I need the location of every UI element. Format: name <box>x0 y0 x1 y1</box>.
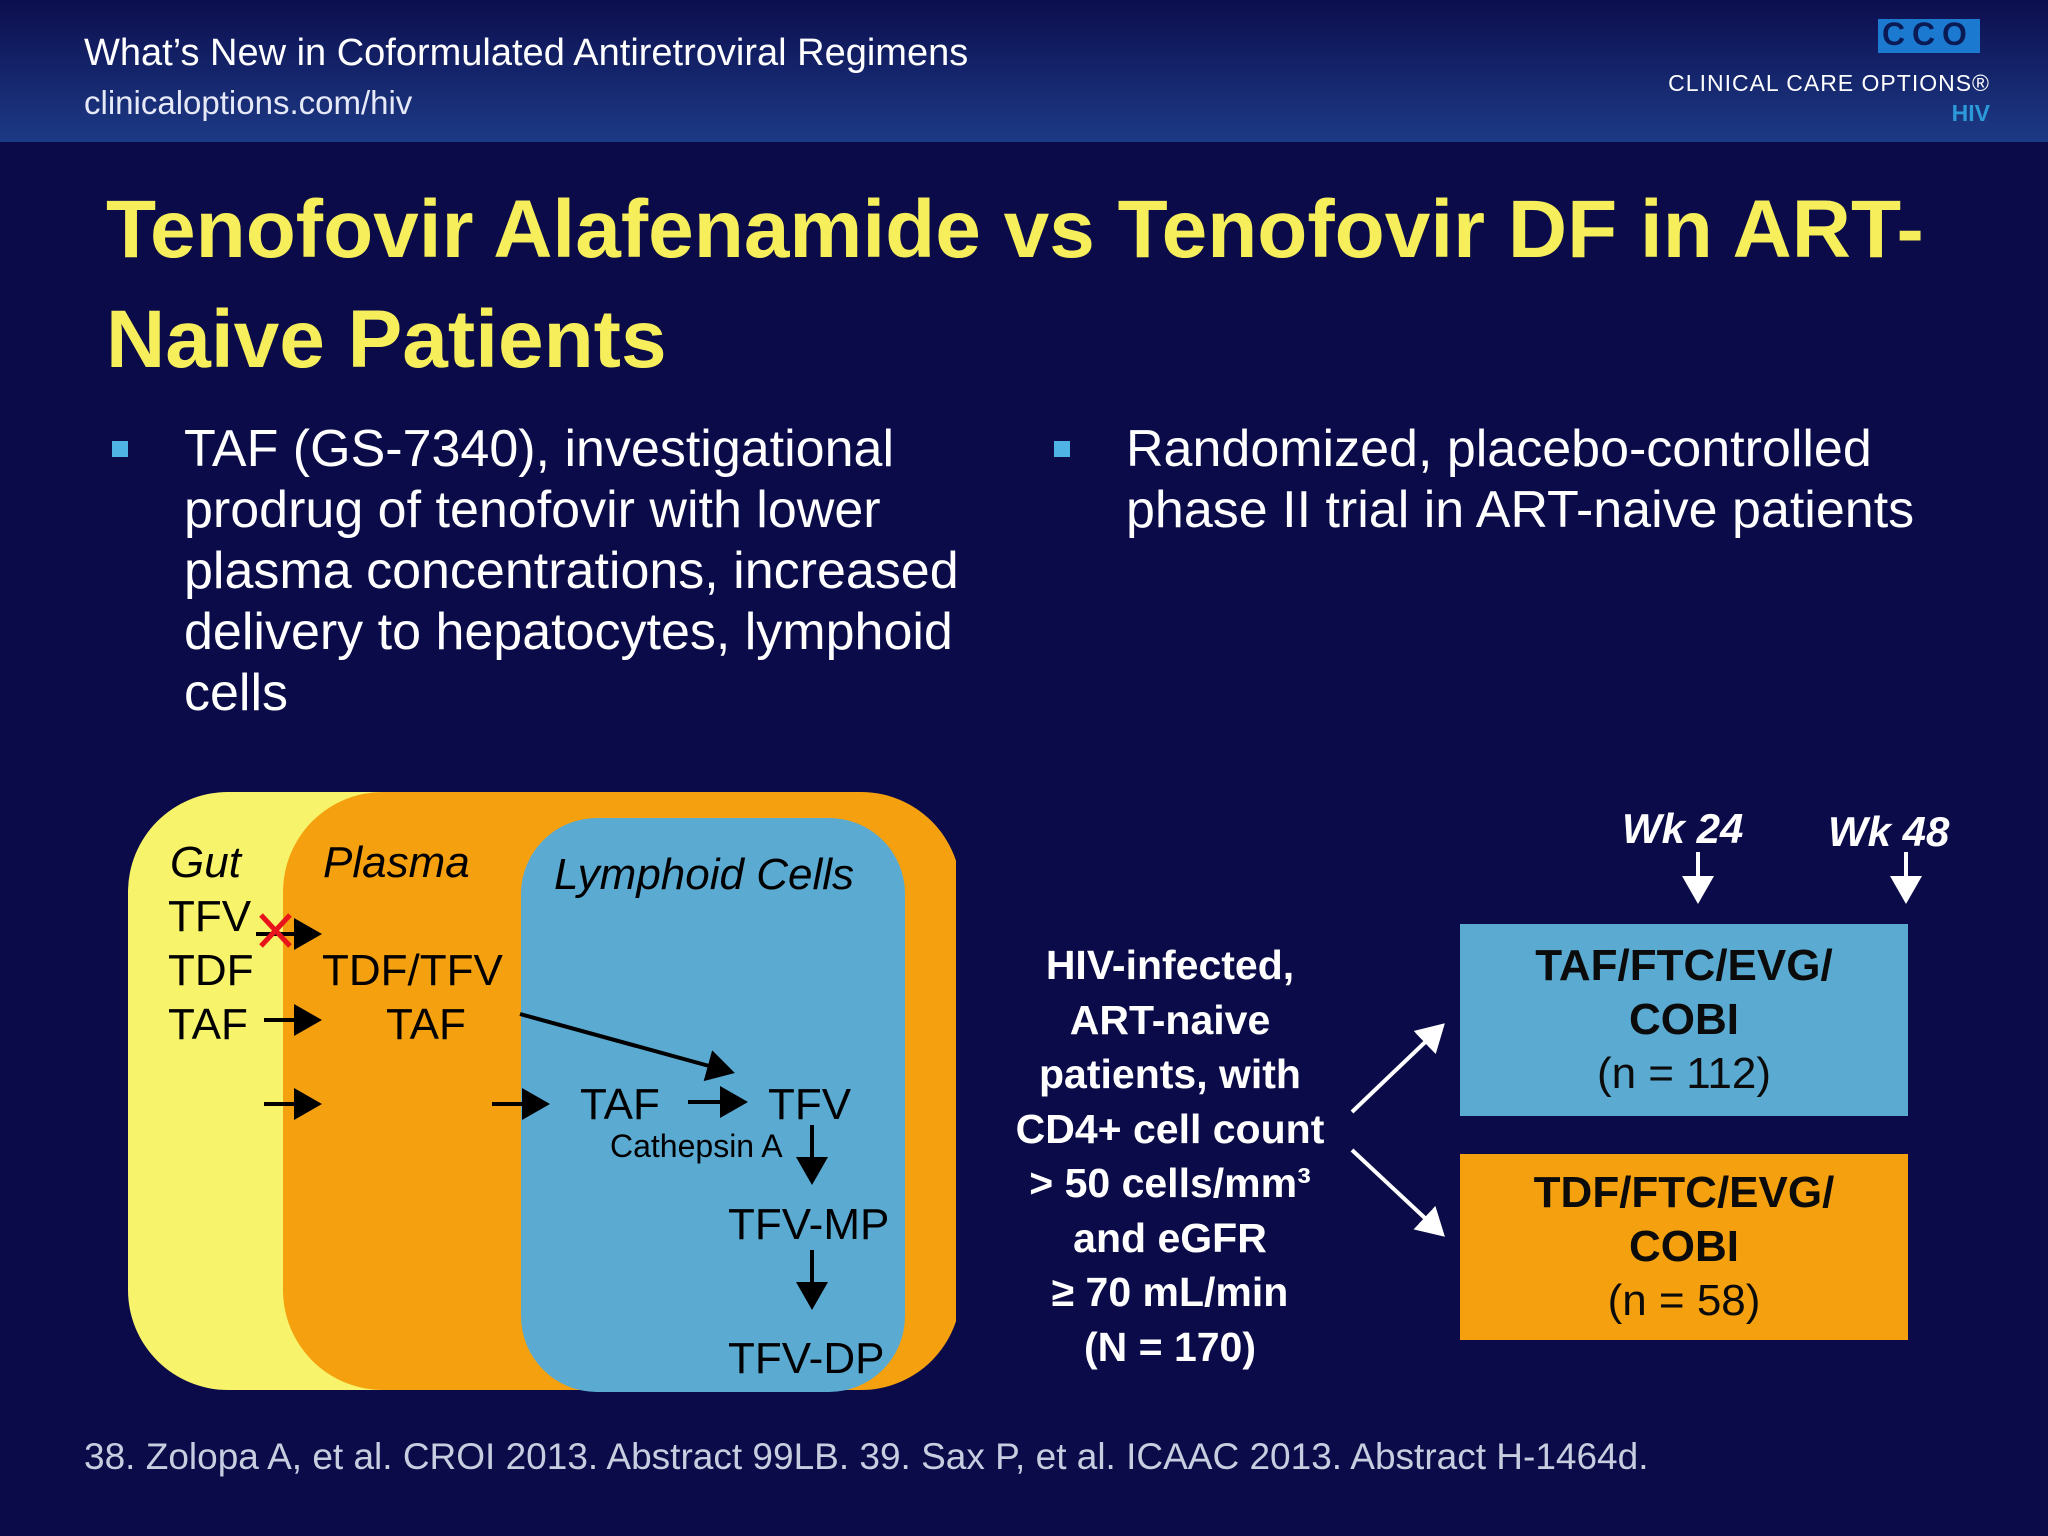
wk24-label: Wk 24 <box>1622 805 1744 852</box>
lymphoid-taf: TAF <box>580 1080 660 1129</box>
logo-letter-c2: C <box>1912 16 1936 52</box>
bullet-trial-design: Randomized, placebo-controlled phase II … <box>1054 419 1966 541</box>
population-line: (N = 170) <box>1083 1323 1257 1370</box>
cco-logo-icon: C C O <box>1878 16 1980 53</box>
arm-tdf-box: TDF/FTC/EVG/ COBI (n = 58) <box>1460 1154 1908 1340</box>
population-line: ≥ 70 mL/min <box>1051 1269 1289 1315</box>
block-x-icon <box>259 913 292 948</box>
logo-letter-o: O <box>1942 16 1967 52</box>
plasma-tdf-tfv: TDF/TFV <box>322 946 503 995</box>
trial-population: HIV-infected, ART-naive patients, with C… <box>980 938 1360 1374</box>
lymphoid-tfv: TFV <box>768 1080 852 1129</box>
arrow-randomize-up <box>1350 1023 1445 1114</box>
arm-regimen: TAF/FTC/EVG/ <box>1535 941 1833 990</box>
compartment-shapes <box>128 792 956 1392</box>
population-line: and eGFR <box>1073 1214 1267 1261</box>
bullet-text: Randomized, placebo-controlled phase II … <box>1126 420 1915 539</box>
presentation-title: What’s New in Coformulated Antiretrovira… <box>84 32 969 74</box>
wk48-label: Wk 48 <box>1828 808 1950 855</box>
lymphoid-label: Lymphoid Cells <box>554 850 855 899</box>
plasma-taf: TAF <box>386 1000 466 1049</box>
gut-tdf: TDF <box>168 946 254 995</box>
arm-regimen: COBI <box>1629 995 1739 1044</box>
population-line: > 50 cells/mm³ <box>1029 1160 1311 1206</box>
arm-count: (n = 112) <box>1596 1049 1772 1098</box>
slide-title: Tenofovir Alafenamide vs Tenofovir DF in… <box>106 184 1924 385</box>
logo-subtitle: HIV <box>1951 100 1990 126</box>
arm-regimen: COBI <box>1629 1222 1739 1271</box>
population-line: patients, with <box>1039 1051 1301 1097</box>
header-band: What’s New in Coformulated Antiretrovira… <box>0 0 2048 142</box>
arm-count: (n = 58) <box>1607 1276 1761 1325</box>
presentation-url: clinicaloptions.com/hiv <box>84 84 413 121</box>
bullet-square-icon <box>1054 441 1070 457</box>
gut-label: Gut <box>170 838 241 887</box>
arm-taf-box: TAF/FTC/EVG/ COBI (n = 112) <box>1460 924 1908 1116</box>
bullet-square-icon <box>112 441 128 457</box>
arrow-randomize-down <box>1350 1148 1445 1237</box>
tfv-mp-label: TFV-MP <box>728 1200 890 1249</box>
cathepsin-a-label: Cathepsin A <box>610 1128 783 1164</box>
plasma-label: Plasma <box>323 838 470 887</box>
logo-letter-c1: C <box>1882 16 1906 52</box>
population-line: HIV-infected, <box>1045 942 1295 988</box>
population-line: ART-naive <box>1069 996 1271 1043</box>
bullet-text: TAF (GS-7340), investigational prodrug o… <box>184 420 959 722</box>
arrow-taf-to-lymphoid <box>519 1012 735 1082</box>
tfv-dp-label: TFV-DP <box>728 1334 885 1383</box>
gut-taf: TAF <box>168 1000 248 1049</box>
logo-name: CLINICAL CARE OPTIONS® <box>1668 70 1990 96</box>
references: 38. Zolopa A, et al. CROI 2013. Abstract… <box>84 1436 1649 1477</box>
arm-regimen: TDF/FTC/EVG/ <box>1533 1168 1835 1217</box>
gut-tfv: TFV <box>168 892 252 941</box>
lymphoid-compartment <box>521 818 905 1392</box>
bullet-taf-description: TAF (GS-7340), investigational prodrug o… <box>112 419 1014 724</box>
population-line: CD4+ cell count <box>1015 1105 1325 1152</box>
